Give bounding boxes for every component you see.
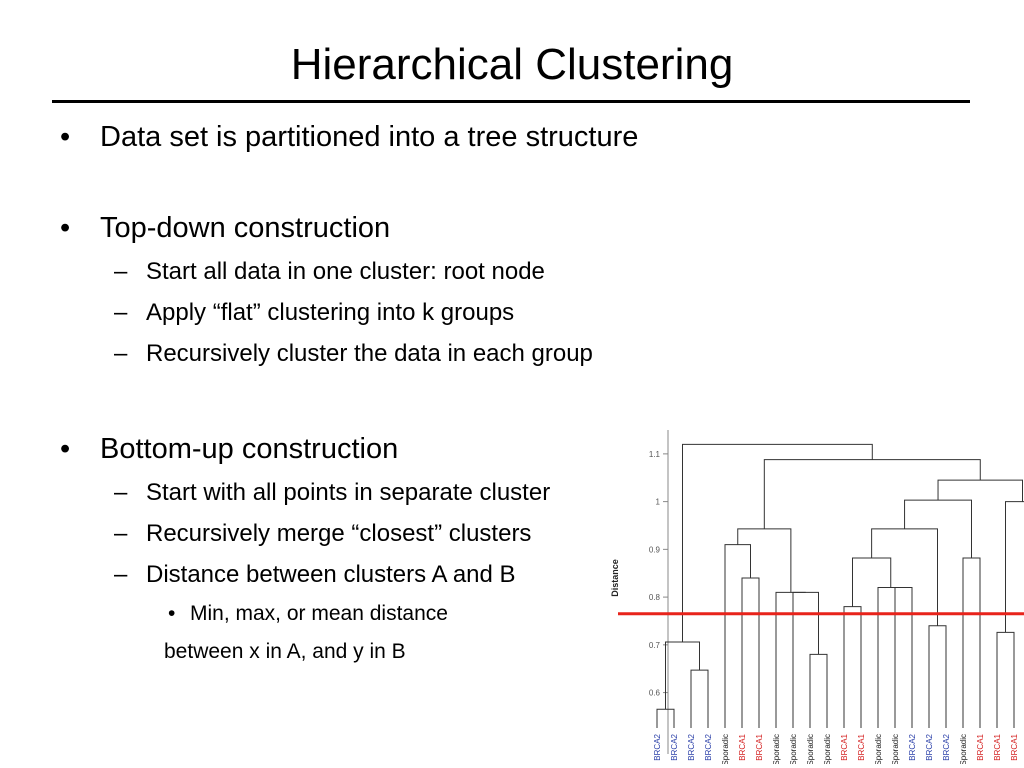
- dendrogram-link: [656, 708, 675, 728]
- leaf-label: BRCA1: [738, 733, 747, 760]
- leaf-label: BRCA2: [942, 733, 951, 760]
- title-divider: [52, 100, 970, 103]
- y-tick-label: 0.9: [649, 545, 661, 554]
- leaf-label: BRCA2: [653, 733, 662, 760]
- bullet-mark: •: [60, 433, 71, 465]
- leaf-label: BRCA1: [755, 733, 764, 760]
- dendrogram-link: [843, 606, 862, 728]
- leaf-label: BRCA2: [704, 733, 713, 760]
- dendrogram-link: [809, 653, 828, 728]
- y-axis-label: Distance: [610, 559, 620, 597]
- leaf-label: BRCA1: [857, 733, 866, 760]
- note-text: Min, max, or mean distance: [190, 602, 448, 625]
- item-text: Start with all points in separate cluste…: [146, 479, 551, 506]
- dendrogram-link: [775, 591, 806, 728]
- leaf-label: BRCA2: [670, 733, 679, 760]
- leaf-label: BRCA2: [925, 733, 934, 760]
- distance-note-continuation: between x in A, and y in B: [164, 640, 406, 663]
- leaf-label: BRCA2: [908, 733, 917, 760]
- dendrogram-link: [877, 587, 904, 728]
- leaf-label: BRCA1: [840, 733, 849, 760]
- bullet-text: Top-down construction: [100, 212, 391, 244]
- leaf-label: BRCA1: [1010, 733, 1019, 760]
- leaf-label: Sporadic: [874, 734, 883, 764]
- dendrogram-link: [852, 557, 892, 607]
- leaf-label: Sporadic: [772, 734, 781, 764]
- leaf-label: Sporadic: [959, 734, 968, 764]
- dendrogram-link: [690, 669, 709, 728]
- dash-mark: –: [114, 479, 128, 506]
- dendrogram-link: [682, 443, 873, 642]
- dendrogram-link: [741, 577, 760, 728]
- y-tick-label: 0.6: [649, 689, 661, 698]
- slide-title: Hierarchical Clustering: [290, 40, 734, 89]
- y-tick-label: 1: [656, 498, 661, 507]
- dendrogram-link: [928, 625, 947, 728]
- dendrogram-link: [996, 631, 1015, 728]
- leaf-label: Sporadic: [806, 734, 815, 764]
- dash-mark: –: [114, 258, 128, 285]
- bullet-mark: •: [60, 121, 71, 153]
- dash-mark: –: [114, 561, 128, 588]
- item-text: Recursively cluster the data in each gro…: [146, 340, 593, 367]
- item-text: Distance between clusters A and B: [146, 561, 516, 588]
- leaf-label: Sporadic: [721, 734, 730, 764]
- dash-mark: –: [114, 299, 128, 326]
- item-text: Recursively merge “closest” clusters: [146, 520, 532, 547]
- y-tick-label: 0.8: [649, 593, 661, 602]
- leaf-label: Sporadic: [891, 734, 900, 764]
- y-tick-label: 1.1: [649, 450, 661, 459]
- item-text: Apply “flat” clustering into k groups: [146, 299, 515, 326]
- y-tick-label: 0.7: [649, 641, 661, 650]
- leaf-label: Sporadic: [789, 734, 798, 764]
- dendrogram-link: [665, 641, 700, 710]
- bullet-text: Bottom-up construction: [100, 433, 399, 465]
- leaf-label: BRCA1: [993, 733, 1002, 760]
- dash-mark: –: [114, 340, 128, 367]
- bullet-text: Data set is partitioned into a tree stru…: [100, 121, 639, 153]
- bullet-mark: •: [60, 212, 71, 244]
- dendrogram-link: [937, 479, 1023, 502]
- dendrogram-link: [763, 459, 981, 529]
- dash-mark: –: [114, 520, 128, 547]
- leaf-label: BRCA2: [687, 733, 696, 760]
- item-text: Start all data in one cluster: root node: [146, 258, 545, 285]
- dendrogram-link: [894, 587, 913, 728]
- dendrogram-link: [737, 528, 792, 593]
- dendrogram-link: [724, 544, 751, 728]
- dendrogram-link: [871, 528, 938, 626]
- leaf-label: Sporadic: [823, 734, 832, 764]
- dendrogram-link: [962, 557, 981, 728]
- dendrogram-link: [1005, 501, 1024, 633]
- bullet-mark: •: [168, 602, 176, 625]
- leaf-label: BRCA1: [976, 733, 985, 760]
